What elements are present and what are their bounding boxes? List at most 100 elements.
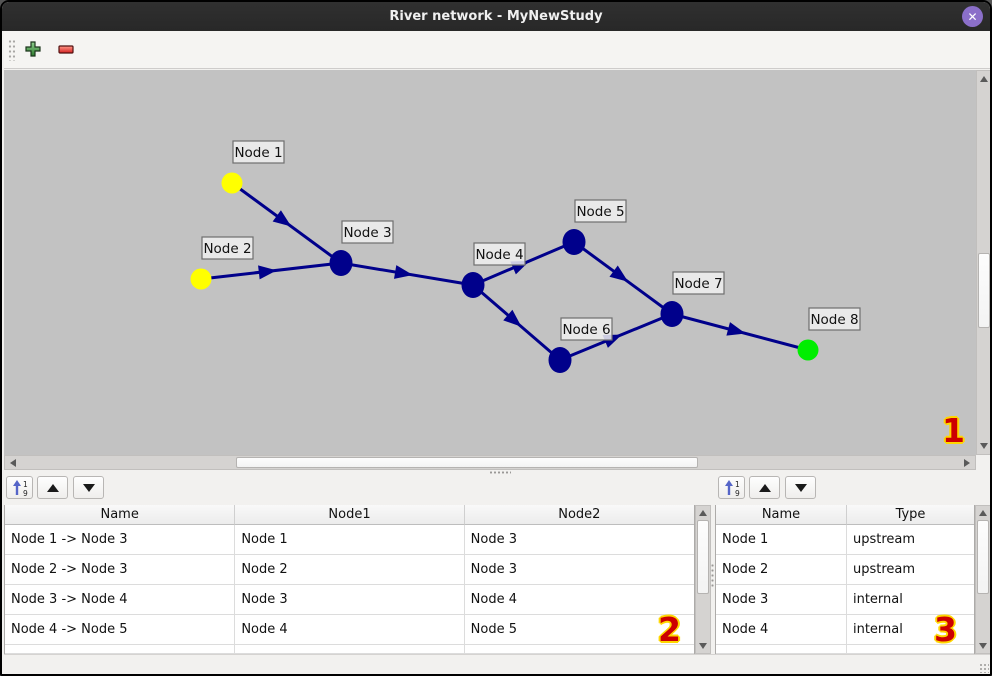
horizontal-splitter[interactable] bbox=[2, 470, 990, 475]
node-label: Node 4 bbox=[473, 242, 526, 266]
network-edge[interactable] bbox=[200, 261, 342, 281]
node-label: Node 6 bbox=[560, 317, 613, 341]
table-cell bbox=[464, 645, 694, 654]
move-down-icon bbox=[794, 483, 807, 492]
canvas-hscrollbar[interactable] bbox=[4, 455, 976, 470]
main-toolbar bbox=[4, 31, 990, 69]
svg-text:9: 9 bbox=[735, 489, 740, 497]
svg-text:Node 2: Node 2 bbox=[203, 241, 251, 257]
svg-text:Node 8: Node 8 bbox=[810, 312, 858, 328]
reaches-sort-button[interactable]: 1 9 bbox=[6, 476, 33, 499]
table-cell: Node 3 bbox=[464, 555, 694, 585]
canvas-hscroll-right-arrow[interactable] bbox=[964, 459, 970, 467]
network-edge[interactable] bbox=[231, 181, 342, 265]
table-cell: Node 3 bbox=[464, 525, 694, 555]
column-header[interactable]: Type bbox=[846, 505, 974, 525]
vertical-splitter[interactable] bbox=[711, 475, 715, 654]
network-edge[interactable] bbox=[671, 312, 809, 352]
edge-arrow-icon bbox=[272, 210, 292, 227]
network-node[interactable] bbox=[548, 347, 572, 373]
nodes-move-down-button[interactable] bbox=[785, 476, 816, 499]
minus-icon bbox=[58, 45, 74, 54]
nodes-sort-button[interactable]: 1 9 bbox=[718, 476, 745, 499]
network-node[interactable] bbox=[797, 339, 819, 361]
edge-arrow-icon bbox=[726, 322, 746, 336]
network-node[interactable] bbox=[221, 172, 243, 194]
reaches-vscroll-up-arrow[interactable] bbox=[699, 510, 707, 516]
table-cell: Node 3 bbox=[235, 585, 465, 615]
network-edge[interactable] bbox=[472, 283, 561, 362]
network-node[interactable] bbox=[562, 229, 586, 255]
title-bar[interactable]: River network - MyNewStudy ✕ bbox=[2, 2, 990, 31]
nodes-vscroll-down-arrow[interactable] bbox=[979, 643, 987, 649]
nodes-vscroll-thumb[interactable] bbox=[977, 520, 989, 594]
nodes-vscrollbar[interactable] bbox=[975, 505, 990, 654]
reaches-vscroll-thumb[interactable] bbox=[697, 520, 709, 594]
column-header[interactable]: Node1 bbox=[235, 505, 465, 525]
table-cell: Node 4 bbox=[716, 615, 847, 645]
reaches-vscroll-down-arrow[interactable] bbox=[699, 643, 707, 649]
remove-button[interactable] bbox=[57, 40, 75, 58]
table-cell bbox=[716, 645, 847, 654]
network-edge[interactable] bbox=[340, 261, 474, 287]
column-header[interactable]: Node2 bbox=[464, 505, 694, 525]
canvas-vscroll-thumb[interactable] bbox=[978, 253, 990, 328]
nodes-move-up-button[interactable] bbox=[749, 476, 780, 499]
column-header[interactable]: Name bbox=[5, 505, 236, 525]
toolbar-drag-handle[interactable] bbox=[8, 39, 15, 61]
splitter-handle-icon bbox=[489, 471, 511, 474]
network-node[interactable] bbox=[660, 301, 684, 327]
table-cell: Node 3 bbox=[716, 585, 847, 615]
node-label: Node 2 bbox=[201, 236, 254, 260]
column-header[interactable]: Name bbox=[716, 505, 847, 525]
annotation-3: 3 bbox=[934, 610, 957, 649]
reaches-move-down-button[interactable] bbox=[73, 476, 104, 499]
reaches-move-up-button[interactable] bbox=[37, 476, 68, 499]
canvas-vscrollbar[interactable] bbox=[976, 70, 990, 455]
network-node[interactable] bbox=[461, 272, 485, 298]
add-button[interactable] bbox=[24, 40, 42, 58]
table-cell: Node 2 -> Node 3 bbox=[5, 555, 236, 585]
nodes-vscroll-up-arrow[interactable] bbox=[979, 510, 987, 516]
network-edge[interactable] bbox=[573, 240, 673, 316]
canvas-hscroll-left-arrow[interactable] bbox=[10, 459, 16, 467]
resize-grip-icon[interactable] bbox=[979, 663, 989, 673]
plus-icon bbox=[25, 41, 41, 57]
table-cell: Node 1 bbox=[235, 525, 465, 555]
splitter-handle-icon bbox=[711, 563, 714, 589]
empty-row bbox=[5, 645, 694, 654]
annotation-2: 2 bbox=[658, 610, 681, 649]
sort-1-9-icon: 1 9 bbox=[12, 479, 28, 497]
svg-text:Node 5: Node 5 bbox=[576, 204, 624, 220]
svg-text:Node 7: Node 7 bbox=[674, 276, 722, 292]
svg-text:Node 4: Node 4 bbox=[475, 247, 523, 263]
table-cell: upstream bbox=[846, 525, 974, 555]
close-icon: ✕ bbox=[967, 9, 978, 24]
network-node[interactable] bbox=[329, 250, 353, 276]
table-cell: Node 4 -> Node 5 bbox=[5, 615, 236, 645]
table-cell: Node 2 bbox=[235, 555, 465, 585]
node-label: Node 3 bbox=[341, 220, 394, 244]
canvas-vscroll-down-arrow[interactable] bbox=[980, 443, 988, 449]
node-label: Node 7 bbox=[672, 271, 725, 295]
canvas-vscroll-up-arrow[interactable] bbox=[980, 76, 988, 82]
reaches-vscrollbar[interactable] bbox=[695, 505, 711, 654]
close-button[interactable]: ✕ bbox=[962, 6, 983, 27]
sort-1-9-icon: 1 9 bbox=[724, 479, 740, 497]
network-node[interactable] bbox=[190, 268, 212, 290]
svg-text:9: 9 bbox=[23, 489, 28, 497]
canvas-hscroll-thumb[interactable] bbox=[236, 457, 698, 468]
